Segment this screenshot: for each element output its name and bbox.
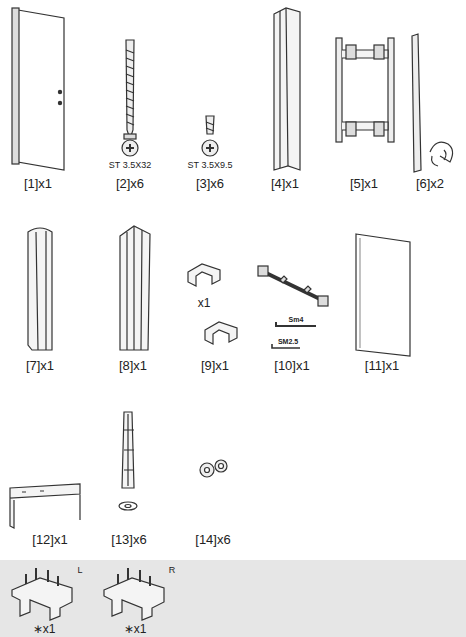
callout-label: [1]x1 [24,176,52,191]
callout-label: ST 3.5X32 [109,160,151,171]
callout-label: ST 3.5X9.5 [188,160,233,171]
callout-label: [14]x6 [195,532,230,547]
callout-label: SM2.5 [278,337,298,346]
callout-label: [12]x1 [32,532,67,547]
callout-label: [6]x2 [416,176,444,191]
callout-label: [9]x1 [201,358,229,373]
callout-label: [2]x6 [116,176,144,191]
callout-label: [4]x1 [271,176,299,191]
callout-label: ∗x1 [33,622,56,636]
callout-label: [10]x1 [274,358,309,373]
callout-label: [13]x6 [111,532,146,547]
callout-label: [5]x1 [350,176,378,191]
callout-label: R [169,565,176,576]
callout-label: [7]x1 [26,358,54,373]
callout-label: x1 [198,296,211,310]
callout-label: [8]x1 [119,358,147,373]
callout-label: L [77,565,82,576]
callout-label: [3]x6 [196,176,224,191]
callout-label: ∗x1 [124,622,147,636]
callout-label: [11]x1 [365,358,399,373]
callout-label: Sm4 [289,315,304,324]
